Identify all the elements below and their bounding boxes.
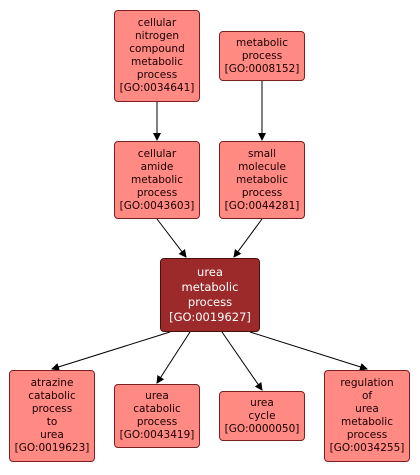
go-term-label-line: compound [129, 43, 185, 55]
go-term-label-line: amide [140, 160, 174, 173]
go-term-label-line: metabolic [181, 280, 239, 294]
go-term-label-line: process [241, 186, 283, 199]
go-term-label-line: urea [197, 265, 223, 279]
go-term-label-line: molecule [238, 160, 286, 173]
go-term-label-line: metabolic [236, 36, 288, 49]
edge-arrow [51, 331, 171, 371]
go-term-label-line: metabolic [131, 173, 183, 186]
go-term-label-line: urea [145, 390, 169, 402]
go-term-label-line: of [361, 390, 373, 402]
go-term-label-line: cycle [248, 409, 276, 422]
go-term-label-line: to [46, 416, 58, 428]
go-term-label-line: cellular [137, 17, 177, 29]
go-term-id: [GO:0043603] [119, 199, 195, 212]
go-term-id: [GO:0043419] [119, 429, 195, 441]
go-term-id: [GO:0019623] [14, 442, 90, 454]
go-term-id: [GO:0000050] [224, 422, 300, 435]
edge-arrow [156, 218, 187, 258]
go-term-label-line: cellular [137, 147, 177, 160]
go-term-label-line: metabolic [236, 173, 288, 186]
go-term-label-line: metabolic [341, 416, 393, 428]
go-term-label-line: regulation [340, 377, 394, 389]
go-term-label-line: catabolic [133, 403, 181, 415]
go-term-label-line: catabolic [28, 390, 76, 402]
edge-arrow [249, 331, 368, 371]
go-term-label-line: urea [355, 403, 379, 415]
go-term-label-line: process [136, 69, 178, 81]
go-term-label-line: nitrogen [135, 30, 179, 42]
go-term-label-line: urea [250, 396, 274, 409]
go-term-id: [GO:0019627] [169, 310, 251, 324]
go-term-label-line: process [241, 49, 283, 62]
go-term-label-line: process [31, 403, 73, 415]
edge-arrow [221, 331, 263, 391]
go-term-id: [GO:0044281] [224, 199, 300, 212]
go-term-id: [GO:0034641] [119, 82, 195, 94]
edge-arrow [156, 331, 191, 384]
go-term-label-line: process [136, 186, 178, 199]
go-term-id: [GO:0008152] [224, 62, 300, 75]
go-term-label-line: metabolic [131, 56, 183, 68]
go-term-label-line: process [187, 295, 233, 309]
edge-arrow [233, 218, 263, 258]
go-term-id: [GO:0034255] [329, 442, 405, 454]
go-term-label-line: urea [40, 429, 64, 441]
go-term-label-line: process [346, 429, 388, 441]
go-term-label-line: small [248, 147, 276, 160]
go-term-label-line: process [136, 416, 178, 428]
go-term-label-line: atrazine [30, 377, 74, 389]
